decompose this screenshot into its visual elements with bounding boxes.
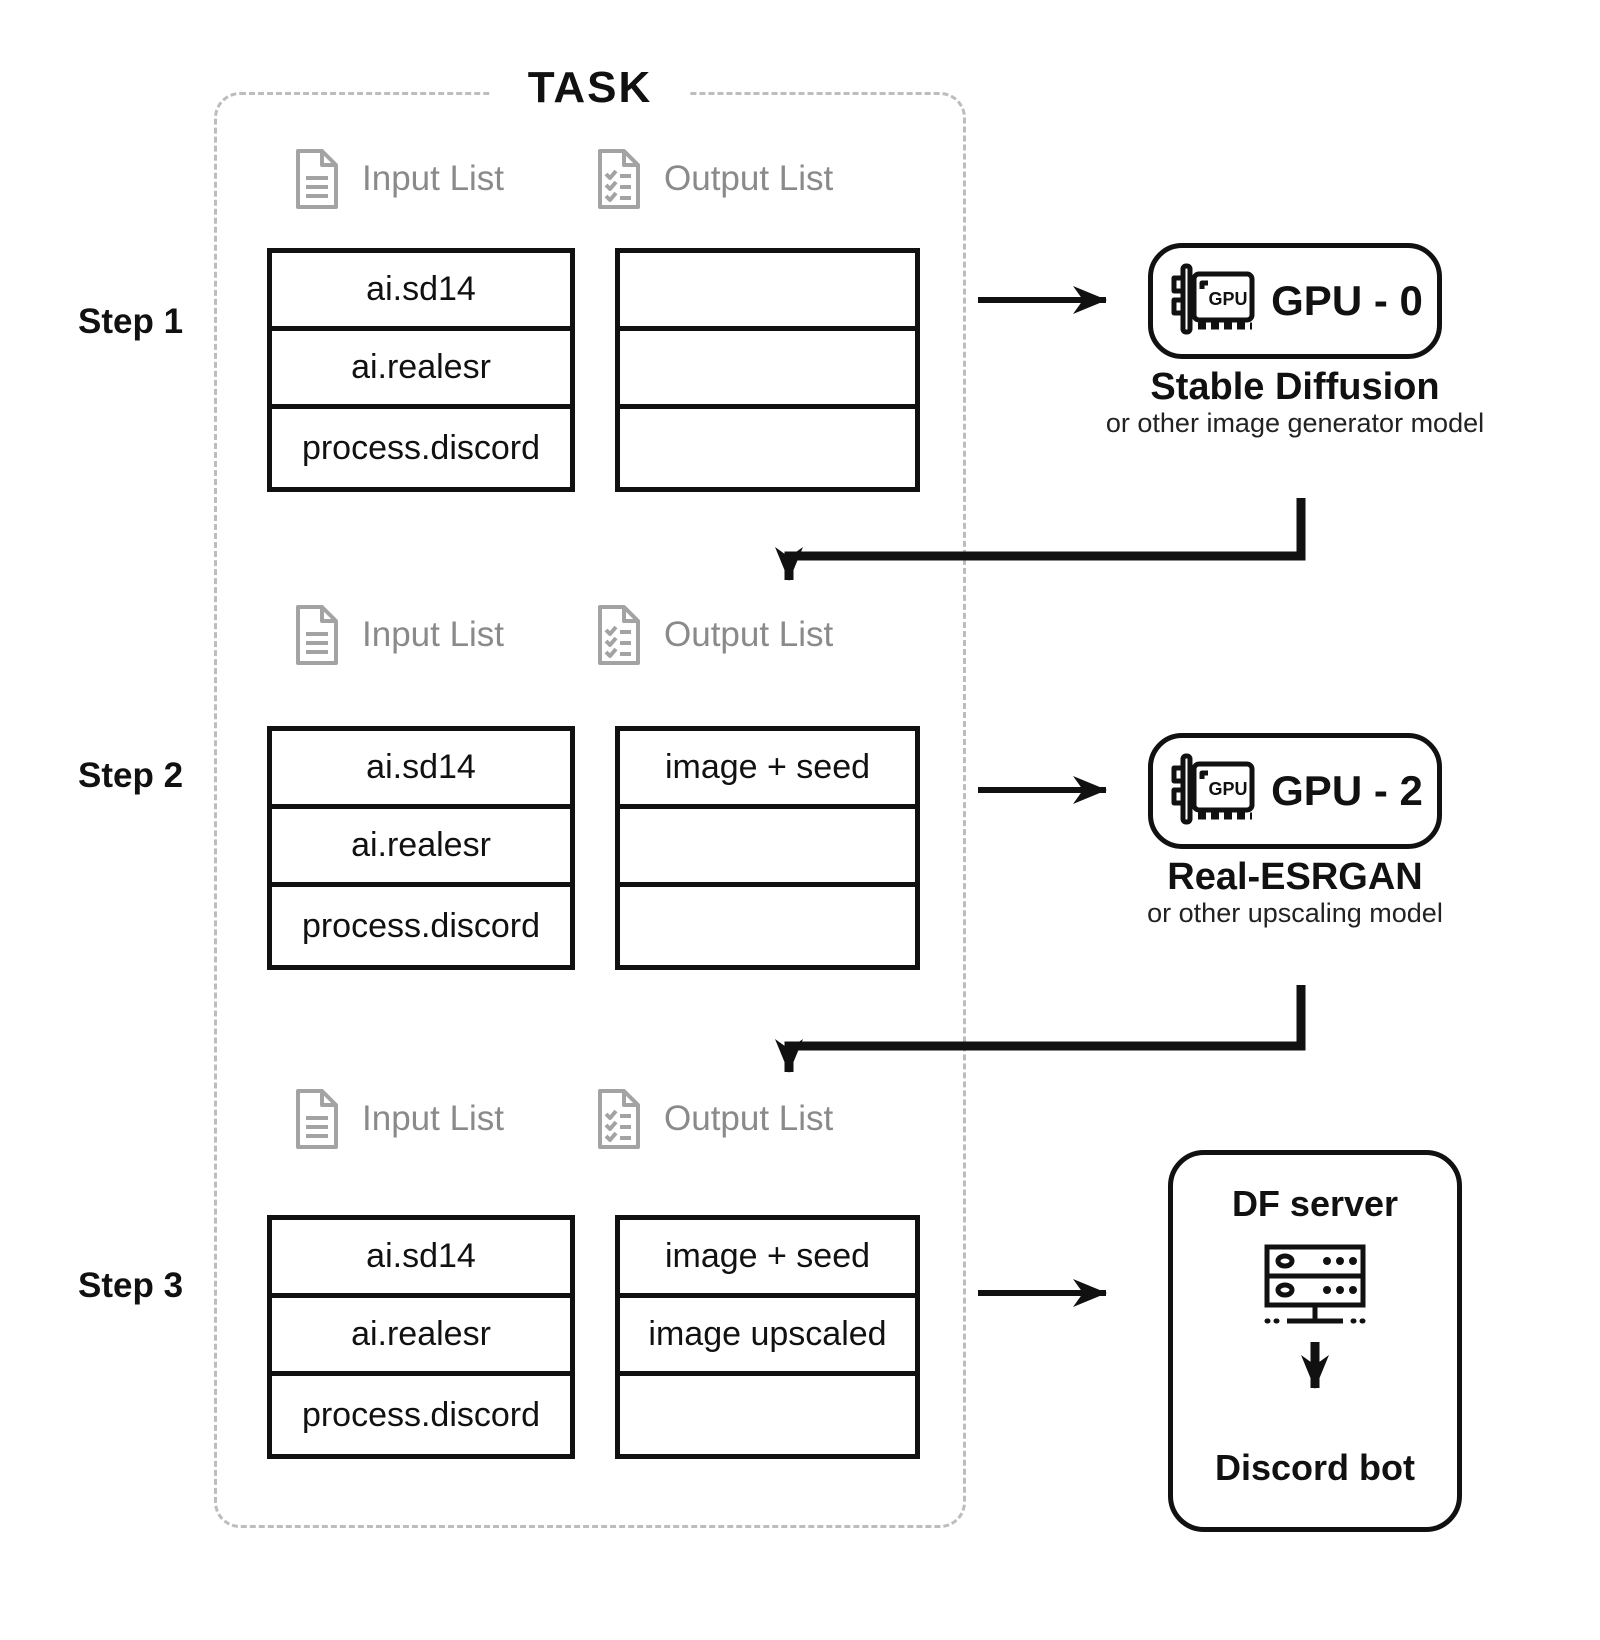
step-3-output-list: image + seed image upscaled [615, 1215, 920, 1459]
input-list-row: process.discord [301, 906, 541, 945]
gpu-card-icon: GPU [1171, 263, 1255, 335]
input-list-row: process.discord [301, 1395, 541, 1434]
step-2-output-label: Output List [664, 615, 834, 654]
task-container: TASK [214, 63, 966, 1528]
step-3-output-label: Output List [664, 1099, 834, 1138]
gpu-icon-text: GPU [1209, 779, 1248, 799]
step-1-output-list [615, 248, 920, 492]
step-2-input-list: ai.sd14 ai.realesr process.discord [267, 726, 575, 970]
step-3-output-header: Output List [594, 1088, 833, 1150]
step-1-input-header: Input List [292, 148, 504, 210]
document-icon [296, 149, 338, 209]
step-3-input-label: Input List [362, 1099, 505, 1138]
gpu-0-model-title: Stable Diffusion [1150, 366, 1440, 408]
gpu-2-model-subtitle: or other upscaling model [1147, 898, 1443, 928]
gpu-icon-text: GPU [1209, 289, 1248, 309]
input-list-row: ai.sd14 [272, 253, 570, 331]
step-1-input-label: Input List [362, 159, 505, 198]
output-list-row [620, 1376, 915, 1454]
step-3-label: Step 3 [78, 1266, 184, 1305]
task-title: TASK [491, 63, 689, 113]
gpu-2-label: GPU - 2 [1271, 767, 1423, 814]
step-2-output-header: Output List [594, 604, 833, 666]
discord-bot-label: Discord bot [1214, 1447, 1415, 1488]
step-2-output-list: image + seed [615, 726, 920, 970]
step-3-input-header: Input List [292, 1088, 504, 1150]
step-1-output-header: Output List [594, 148, 833, 210]
gpu-card-icon: GPU [1171, 753, 1255, 825]
document-icon [296, 1089, 338, 1149]
input-list-row: ai.realesr [272, 1298, 570, 1376]
gpu-0-box: GPU GPU - 0 [1148, 243, 1442, 359]
step-2-input-header: Input List [292, 604, 504, 666]
step-1-output-label: Output List [664, 159, 834, 198]
checklist-icon [598, 1089, 640, 1149]
gpu-0-label: GPU - 0 [1271, 277, 1423, 324]
gpu-2-model-title: Real-ESRGAN [1167, 856, 1423, 898]
output-list-row [620, 809, 915, 887]
input-list-row: process.discord [301, 428, 541, 467]
output-list-row [620, 331, 915, 409]
input-list-row: ai.sd14 [272, 731, 570, 809]
checklist-icon [598, 149, 640, 209]
output-list-row: image + seed [620, 1220, 915, 1298]
checklist-icon [598, 605, 640, 665]
input-list-row: ai.realesr [272, 331, 570, 409]
gpu-2-box: GPU GPU - 2 [1148, 733, 1442, 849]
step-1-input-list: ai.sd14 ai.realesr process.discord [267, 248, 575, 492]
step-1-label: Step 1 [78, 302, 184, 341]
server-rack-icon [1264, 1244, 1366, 1324]
df-server-title: DF server [1231, 1183, 1399, 1224]
df-server-box: DF server Discord bot [1168, 1150, 1462, 1532]
input-list-row: ai.sd14 [272, 1220, 570, 1298]
input-list-row: ai.realesr [272, 809, 570, 887]
step-2-input-label: Input List [362, 615, 505, 654]
gpu-0-model-subtitle: or other image generator model [1105, 408, 1485, 438]
output-list-row [620, 253, 915, 331]
output-list-row: image + seed [620, 731, 915, 809]
step-2-label: Step 2 [78, 756, 184, 795]
output-list-row: image upscaled [620, 1298, 915, 1376]
output-list-row [620, 409, 915, 487]
output-list-row [620, 887, 915, 965]
document-icon [296, 605, 338, 665]
step-3-input-list: ai.sd14 ai.realesr process.discord [267, 1215, 575, 1459]
